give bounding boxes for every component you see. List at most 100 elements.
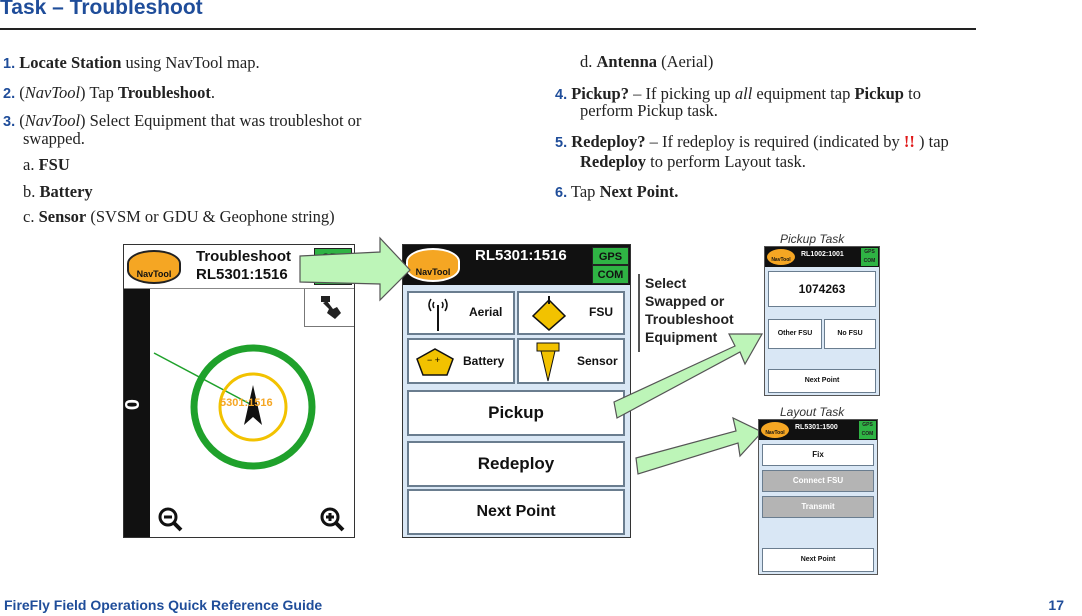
navtool-logo: NavTool [406, 248, 460, 282]
sensor-icon [536, 342, 560, 382]
logo-text: NavTool [136, 269, 172, 279]
step-5: 5. Redeploy? – If redeploy is required (… [555, 132, 949, 153]
aerial-button[interactable]: Aerial [407, 291, 515, 335]
next-point-button[interactable]: Next Point [407, 489, 625, 535]
battery-label: Battery [463, 354, 505, 368]
step-italic: NavTool [24, 111, 81, 130]
layout-task-screen: NavTool RL5301:1500 GPS COM Fix Connect … [758, 419, 878, 575]
step-4-continued: perform Pickup task. [580, 101, 718, 120]
screen-title: Troubleshoot [196, 248, 291, 265]
svg-text:− +: − + [427, 355, 440, 365]
antenna-icon [428, 298, 448, 331]
step-1: 1. Locate Station using NavTool map. [3, 53, 260, 74]
step-number: 6. [555, 185, 568, 201]
navtool-logo: NavTool [761, 422, 789, 438]
step-bold: Sensor [38, 207, 87, 226]
station-label: 5301:1516 [220, 397, 273, 409]
step-d: d. Antenna (Aerial) [580, 52, 713, 72]
sensor-label: Sensor [577, 354, 618, 368]
step-bold: Pickup [854, 84, 904, 103]
pickup-button[interactable]: Pickup [407, 390, 625, 436]
battery-button[interactable]: − + Battery [407, 338, 515, 384]
com-indicator: COM [592, 265, 629, 284]
step-italic: NavTool [24, 83, 81, 102]
step-text: ( [19, 111, 25, 130]
step-number: 5. [555, 135, 568, 151]
next-point-button[interactable]: Next Point [762, 548, 874, 572]
callout-line: Troubleshoot [645, 311, 734, 327]
fix-button[interactable]: Fix [762, 444, 874, 466]
fsu-icon [531, 296, 567, 331]
gps-indicator: GPS [861, 248, 878, 257]
callout-line: Swapped or [645, 293, 725, 309]
callout-line: Select [645, 275, 687, 291]
battery-icon: − + [416, 348, 454, 376]
footer-guide-title: FireFly Field Operations Quick Reference… [4, 597, 323, 613]
arrow-redeploy-icon [635, 416, 763, 475]
fsu-button[interactable]: FSU [517, 291, 625, 335]
step-4: 4. Pickup? – If picking up all equipment… [555, 84, 921, 105]
step-text: (Aerial) [657, 52, 714, 71]
navtool-map-screen: NavTool Troubleshoot RL5301:1516 GPS COM… [122, 244, 355, 539]
layout-task-caption: Layout Task [780, 405, 845, 419]
page-number: 17 [1048, 597, 1064, 613]
transmit-button[interactable]: Transmit [762, 496, 874, 518]
fsu-serial: 1074263 [768, 271, 876, 307]
step-text: ) Select Equipment that was troubleshot … [80, 111, 362, 130]
step-number: 4. [555, 87, 568, 103]
no-fsu-button[interactable]: No FSU [824, 319, 876, 349]
step-text: to [904, 84, 921, 103]
step-2: 2. (NavTool) Tap Troubleshoot. [3, 83, 215, 104]
step-3-continued: swapped. [23, 129, 85, 148]
step-text: – If redeploy is required (indicated by [645, 132, 904, 151]
step-text: to perform Layout task. [646, 152, 806, 171]
header-rule [0, 28, 976, 30]
gps-indicator: GPS [859, 421, 876, 430]
step-text: . [210, 83, 216, 102]
pickup-task-screen: NavTool RL1002:1001 GPS COM 1074263 Othe… [764, 246, 880, 396]
zoom-in-icon[interactable] [320, 507, 346, 533]
step-text: using NavTool map. [121, 53, 260, 72]
equip-title-bar: NavTool RL5301:1516 GPS COM [403, 245, 630, 285]
step-bold: Redeploy [580, 152, 646, 171]
step-text: (SVSM or GDU & Geophone string) [86, 207, 335, 226]
zoom-out-icon[interactable] [158, 507, 184, 533]
equipment-screen: NavTool RL5301:1516 GPS COM Aerial FSU −… [402, 244, 631, 538]
step-number: 3. [3, 114, 16, 130]
callout-bracket [638, 274, 640, 352]
step-text: ) tap [914, 132, 949, 151]
station-map[interactable] [124, 245, 354, 539]
navtool-logo: NavTool [127, 250, 181, 284]
station-id: RL1002:1001 [801, 251, 844, 258]
step-text: ) Tap [80, 83, 118, 102]
step-a: a. FSU [23, 155, 70, 175]
step-bold: Troubleshoot [118, 83, 211, 102]
step-number: 2. [3, 86, 16, 102]
redeploy-button[interactable]: Redeploy [407, 441, 625, 487]
pickup-task-caption: Pickup Task [780, 232, 845, 246]
step-text: – If picking up [629, 84, 735, 103]
step-bold: Locate Station [19, 53, 122, 72]
sensor-button[interactable]: Sensor [517, 338, 625, 384]
step-letter: a. [23, 155, 35, 174]
connect-fsu-button[interactable]: Connect FSU [762, 470, 874, 492]
step-number: 1. [3, 56, 16, 72]
other-fsu-button[interactable]: Other FSU [768, 319, 822, 349]
navtool-logo: NavTool [767, 249, 795, 265]
logo-text: NavTool [415, 267, 451, 277]
step-letter: d. [580, 52, 593, 71]
step-text: Tap [570, 182, 600, 201]
step-6: 6. Tap Next Point. [555, 182, 678, 203]
station-id: RL5301:1516 [196, 266, 288, 283]
equipment-callout: Select Swapped or Troubleshoot Equipment [645, 274, 734, 346]
step-bold: FSU [38, 155, 70, 174]
callout-line: Equipment [645, 329, 718, 345]
step-bold: Pickup? [571, 84, 629, 103]
zoom-scale-bar[interactable]: 0 [122, 289, 150, 537]
fsu-label: FSU [589, 305, 613, 319]
step-bold: Antenna [596, 52, 658, 71]
step-letter: b. [23, 182, 36, 201]
step-5-continued: Redeploy to perform Layout task. [580, 152, 806, 172]
step-bold: Redeploy? [571, 132, 646, 151]
next-point-button[interactable]: Next Point [768, 369, 876, 393]
